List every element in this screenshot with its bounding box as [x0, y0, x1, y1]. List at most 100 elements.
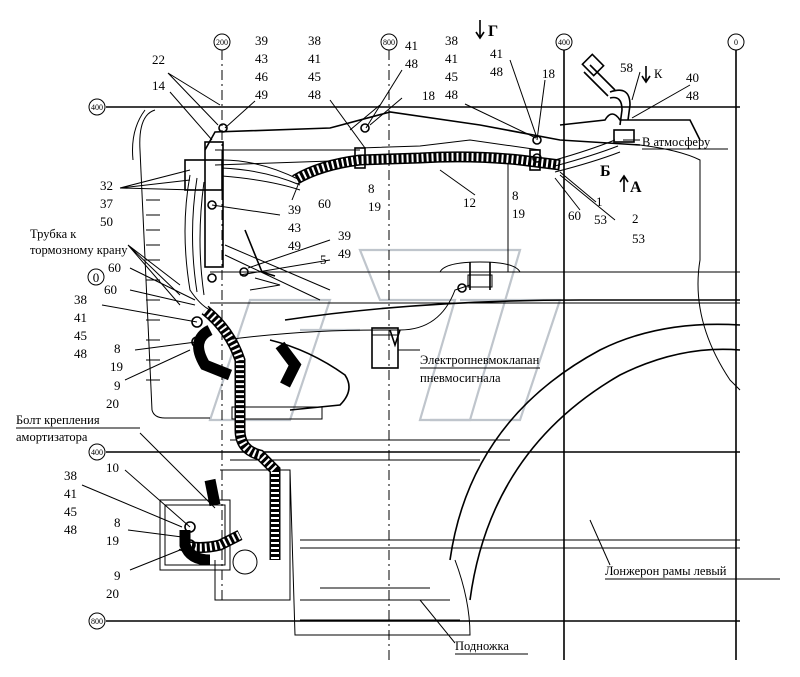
electro-pneumatic-valve: [371, 327, 399, 369]
callout-38c: 38: [74, 292, 87, 307]
callout-38d: 38: [64, 468, 77, 483]
view-letter-b: Б: [600, 163, 611, 180]
callout-19c: 19: [110, 359, 123, 374]
callout-19a: 19: [368, 199, 381, 214]
callout-48f: 48: [74, 346, 87, 361]
callout-48g: 48: [64, 522, 77, 537]
callout-19d: 19: [106, 533, 119, 548]
callout-45d: 45: [64, 504, 77, 519]
callout-numbers: 22 14 39 43 46 49 38 41 45 48 41 48 18 3…: [64, 33, 699, 601]
view-letters: Г К Б А: [488, 23, 663, 196]
callout-48a: 48: [308, 87, 321, 102]
label-frame: Лонжерон рамы левый: [605, 564, 727, 578]
view-arrows: [475, 20, 651, 192]
callout-32: 32: [100, 178, 113, 193]
coord-bubble-left-400a: 400: [88, 98, 106, 116]
callout-53b: 53: [632, 231, 645, 246]
breather-valve: [581, 53, 635, 143]
label-step: Подножка: [455, 639, 509, 653]
callout-8a: 8: [368, 181, 375, 196]
callout-60b: 60: [568, 208, 581, 223]
callout-39b: 39: [288, 202, 301, 217]
callout-49a: 49: [255, 87, 268, 102]
step-outline: [289, 469, 471, 636]
coordinate-bubbles: 200 800 400 0 400 400 800 0: [87, 33, 745, 630]
coord-bubble-top-800: 800: [380, 33, 398, 51]
svg-text:0: 0: [734, 38, 738, 47]
brake-tube-edge: [146, 199, 160, 381]
label-bolt-line2: амортизатора: [16, 430, 88, 444]
label-brake-tube-line1: Трубка к: [30, 227, 77, 241]
svg-text:400: 400: [91, 103, 103, 112]
coord-bubble-top-400: 400: [555, 33, 573, 51]
callout-8d: 8: [114, 515, 121, 530]
leader-lines: [81, 59, 691, 644]
callout-9a: 9: [114, 378, 121, 393]
callout-41d: 41: [490, 46, 503, 61]
bracket-assembly: [159, 141, 493, 601]
callout-38b: 38: [445, 33, 458, 48]
svg-text:200: 200: [216, 38, 228, 47]
callout-8b: 8: [512, 188, 519, 203]
callout-45c: 45: [74, 328, 87, 343]
callout-60a: 60: [318, 196, 331, 211]
view-letter-a: А: [630, 179, 642, 196]
callout-45b: 45: [445, 69, 458, 84]
callout-38a: 38: [308, 33, 321, 48]
callout-5: 5: [320, 252, 327, 267]
callout-41c: 41: [445, 51, 458, 66]
view-letter-g: Г: [488, 23, 498, 40]
svg-text:400: 400: [558, 38, 570, 47]
coord-bubble-top-200: 200: [213, 33, 231, 51]
label-bolt-line1: Болт крепления: [16, 413, 100, 427]
view-letter-k: К: [654, 67, 663, 81]
label-atmosphere: В атмосферу: [642, 135, 711, 149]
annotation-labels: В атмосферу Трубка к тормозному крану Эл…: [16, 135, 727, 653]
callout-48c: 48: [445, 87, 458, 102]
callout-37: 37: [100, 196, 114, 211]
callout-48e: 48: [686, 88, 699, 103]
wiring-bundle: [184, 139, 621, 348]
frame-longeron: [230, 299, 741, 601]
callout-43b: 43: [288, 220, 301, 235]
coord-bubble-top-0: 0: [727, 33, 745, 51]
callout-2: 2: [632, 211, 639, 226]
callout-41f: 41: [64, 486, 77, 501]
callout-9b: 9: [114, 568, 121, 583]
callout-49c: 49: [338, 246, 351, 261]
label-valve-line1: Электропневмоклапан: [420, 353, 540, 367]
callout-53a: 53: [594, 212, 607, 227]
callout-18b: 18: [542, 66, 555, 81]
callout-12: 12: [463, 195, 476, 210]
callout-46a: 46: [255, 69, 269, 84]
callout-20a: 20: [106, 396, 119, 411]
coord-bubble-left-800: 800: [88, 612, 106, 630]
callout-8c: 8: [114, 341, 121, 356]
callout-41a: 41: [308, 51, 321, 66]
callout-20b: 20: [106, 586, 119, 601]
callout-60d: 60: [104, 282, 117, 297]
callout-10: 10: [106, 460, 119, 475]
callout-19b: 19: [512, 206, 525, 221]
svg-text:800: 800: [383, 38, 395, 47]
callout-40: 40: [686, 70, 699, 85]
svg-text:800: 800: [91, 617, 103, 626]
callout-50: 50: [100, 214, 113, 229]
callout-60c: 60: [108, 260, 121, 275]
callout-1: 1: [596, 194, 603, 209]
callout-48d: 48: [490, 64, 503, 79]
callout-48b: 48: [405, 56, 418, 71]
hose-clamps: [184, 123, 542, 575]
callout-58: 58: [620, 60, 633, 75]
callout-41b: 41: [405, 38, 418, 53]
svg-text:400: 400: [91, 448, 103, 457]
callout-14: 14: [152, 78, 166, 93]
callout-39a: 39: [255, 33, 268, 48]
callout-49b: 49: [288, 238, 301, 253]
callout-18a: 18: [422, 88, 435, 103]
label-valve-line2: пневмосигнала: [420, 371, 501, 385]
callout-41e: 41: [74, 310, 87, 325]
coord-bubble-left-400b: 400: [88, 443, 106, 461]
callout-45a: 45: [308, 69, 321, 84]
